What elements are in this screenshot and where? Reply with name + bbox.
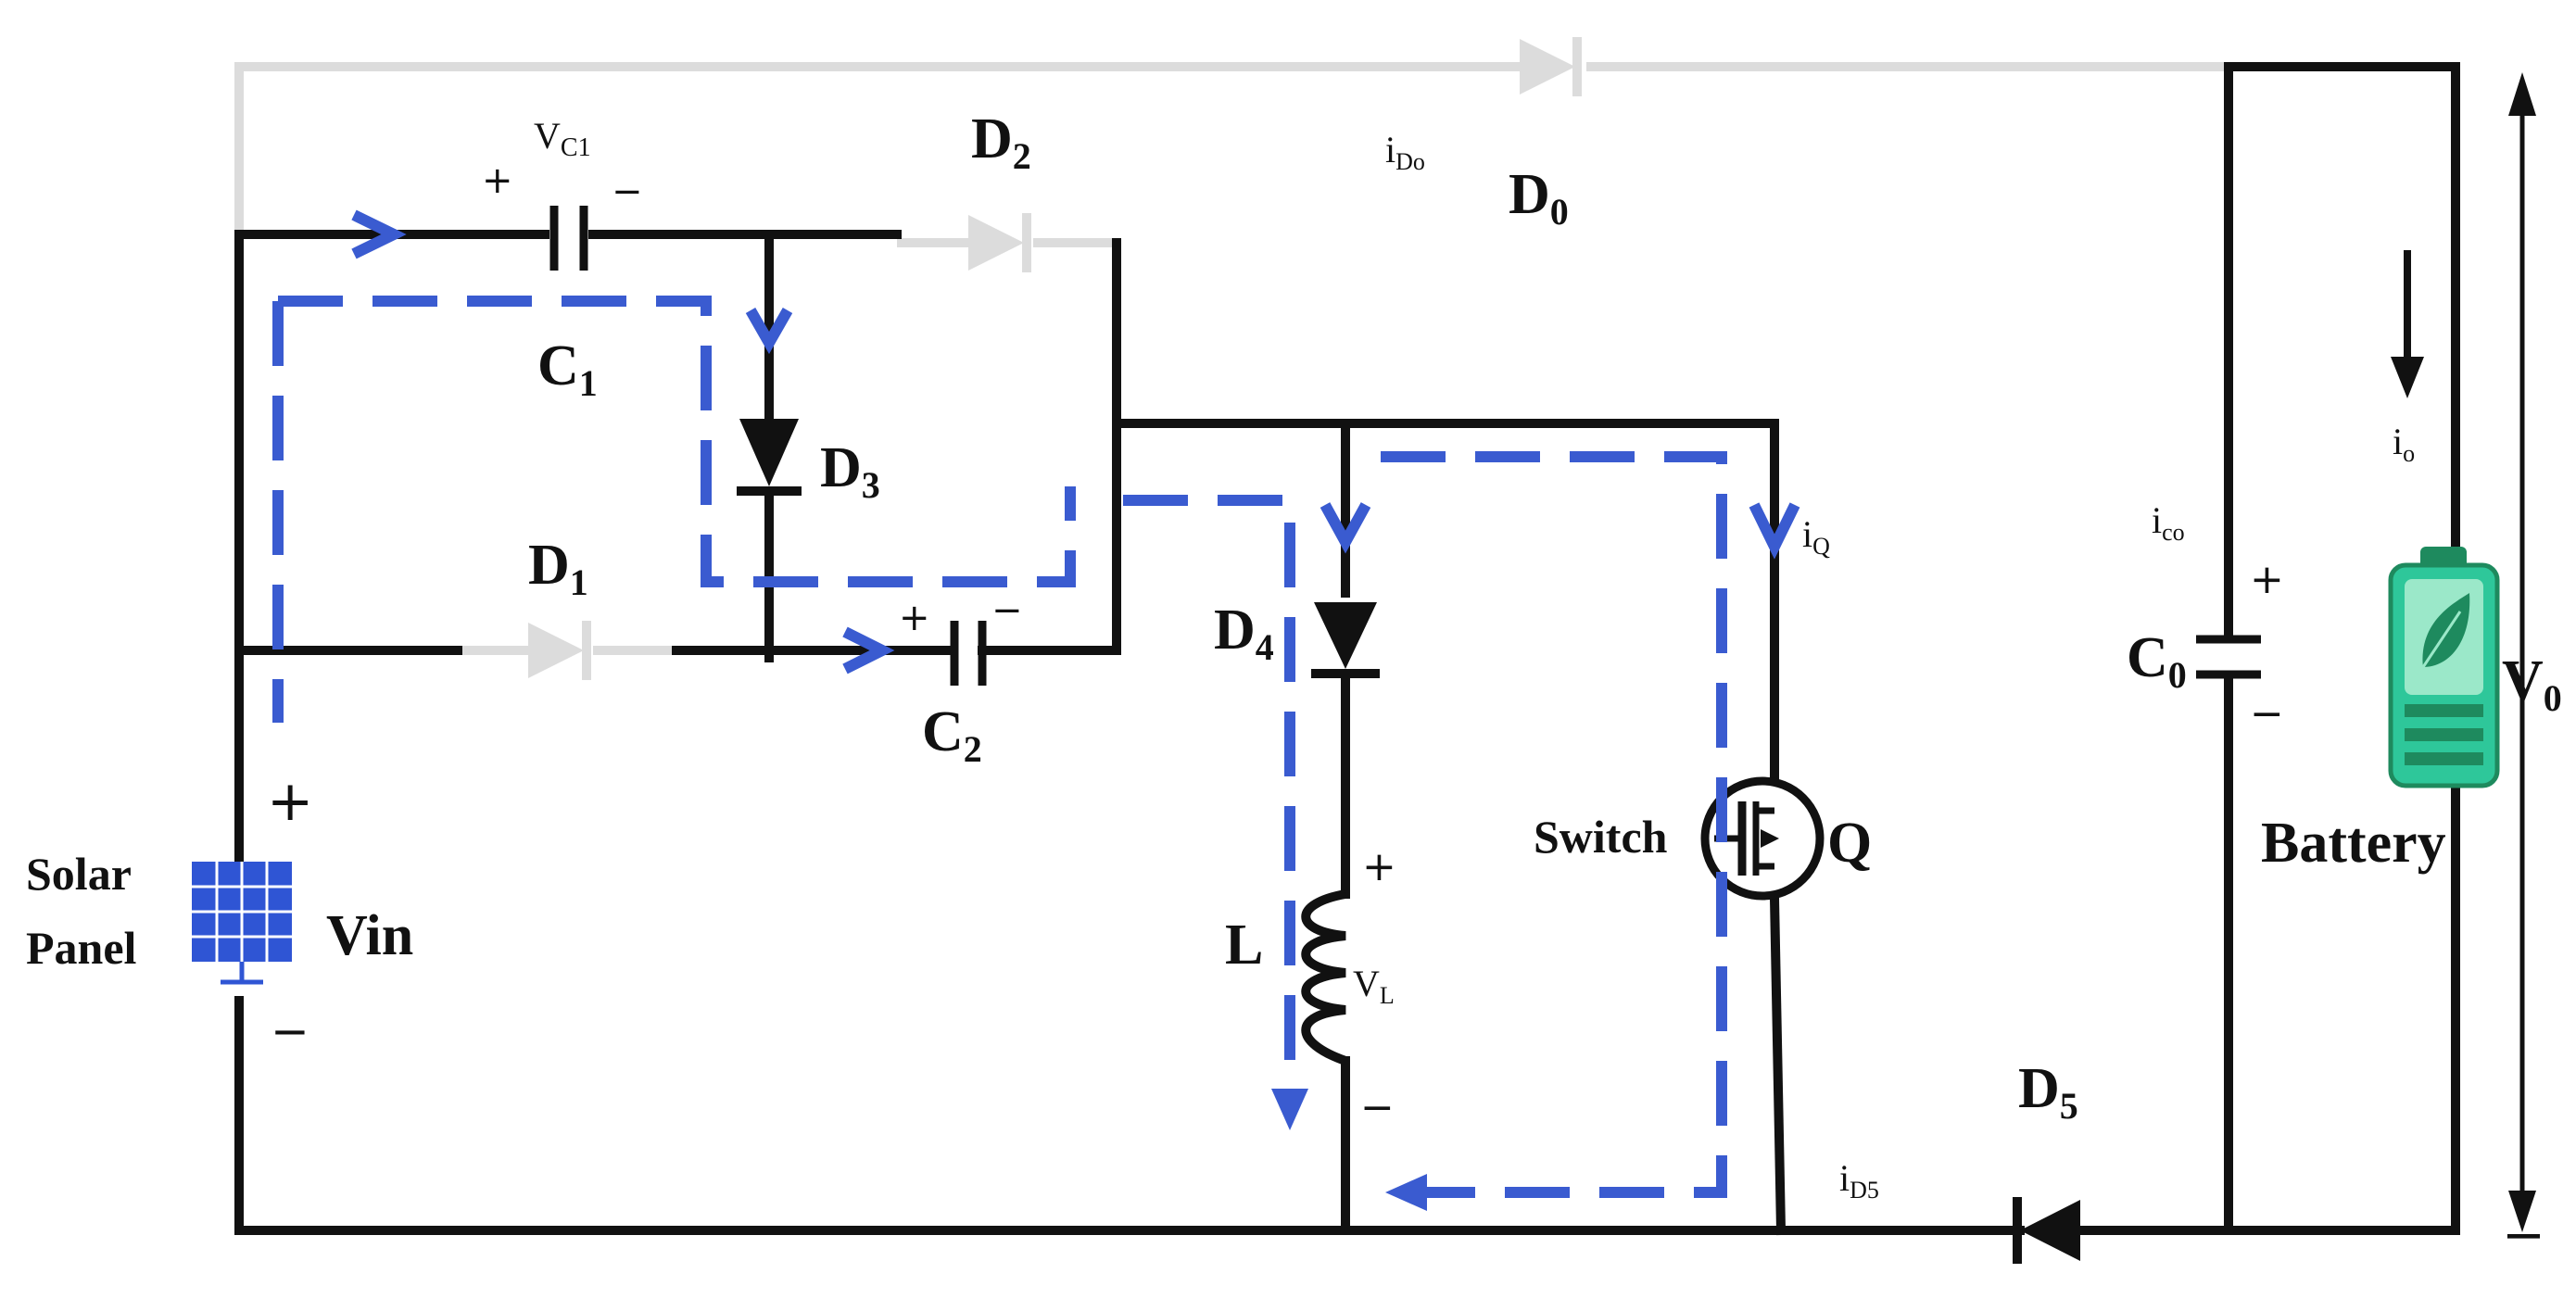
label-vo: V0 <box>2502 649 2562 719</box>
diode-d2-symbol <box>968 213 1031 272</box>
label-c2: C2 <box>922 700 982 770</box>
current-arrow-heads <box>1271 1089 1427 1211</box>
label-switch: Switch <box>1534 811 1668 863</box>
plus-c1: + <box>482 159 513 202</box>
current-path-loop-2 <box>1123 451 1727 1198</box>
minus-c2: − <box>991 589 1023 632</box>
diode-d0-symbol <box>1520 37 1582 96</box>
label-d5: D5 <box>2018 1057 2078 1127</box>
diode-d5-symbol <box>2013 1197 2080 1264</box>
label-battery: Battery <box>2261 812 2446 875</box>
inactive-paths <box>234 62 2229 655</box>
label-co: C0 <box>2127 626 2187 696</box>
minus-co: − <box>2250 690 2284 737</box>
label-vc1: VC1 <box>534 115 591 162</box>
label-d4: D4 <box>1214 599 1274 668</box>
current-path-loop-1 <box>272 296 1076 723</box>
label-c1: C1 <box>537 334 598 404</box>
label-iq: iQ <box>1802 513 1830 560</box>
capacitor-co-symbol <box>2196 556 2261 750</box>
capacitor-c1-symbol <box>549 206 588 271</box>
label-d0: D0 <box>1509 163 1569 233</box>
capacitor-c2-symbol <box>950 621 987 686</box>
label-solar-1: Solar <box>26 848 132 900</box>
diode-d1-symbol <box>528 621 591 680</box>
current-arrow-icons <box>351 209 1800 674</box>
label-d2: D2 <box>971 107 1031 177</box>
label-id5: iD5 <box>1839 1157 1879 1204</box>
label-solar-2: Panel <box>26 922 137 974</box>
arrow-vo-icon <box>2508 72 2536 1232</box>
minus-vo: − <box>2502 1205 2545 1266</box>
label-io: io <box>2393 421 2415 467</box>
solar-panel-icon <box>192 862 292 985</box>
plus-c2: + <box>899 597 930 639</box>
arrow-io-icon <box>2391 250 2424 398</box>
circuit-wires <box>234 62 2460 1236</box>
label-vl: VL <box>1353 963 1395 1009</box>
plus-l: + <box>1362 843 1396 890</box>
minus-l: − <box>1360 1084 1395 1131</box>
plus-co: + <box>2250 556 2284 603</box>
diode-d4-symbol <box>1311 602 1380 678</box>
label-q: Q <box>1827 812 1872 875</box>
label-d3: D3 <box>820 436 880 506</box>
battery-icon <box>2388 547 2500 788</box>
plus-vin: + <box>267 769 313 834</box>
minus-c1: − <box>612 170 643 213</box>
diode-d3-symbol <box>737 419 802 496</box>
label-l: L <box>1225 914 1263 977</box>
label-ido: iDo <box>1385 129 1425 175</box>
minus-vin: − <box>271 1004 309 1058</box>
label-d1: D1 <box>528 534 588 603</box>
label-vin: Vin <box>326 904 413 967</box>
inductor-l-symbol <box>1301 889 1347 1065</box>
label-ico: ico <box>2152 499 2185 546</box>
